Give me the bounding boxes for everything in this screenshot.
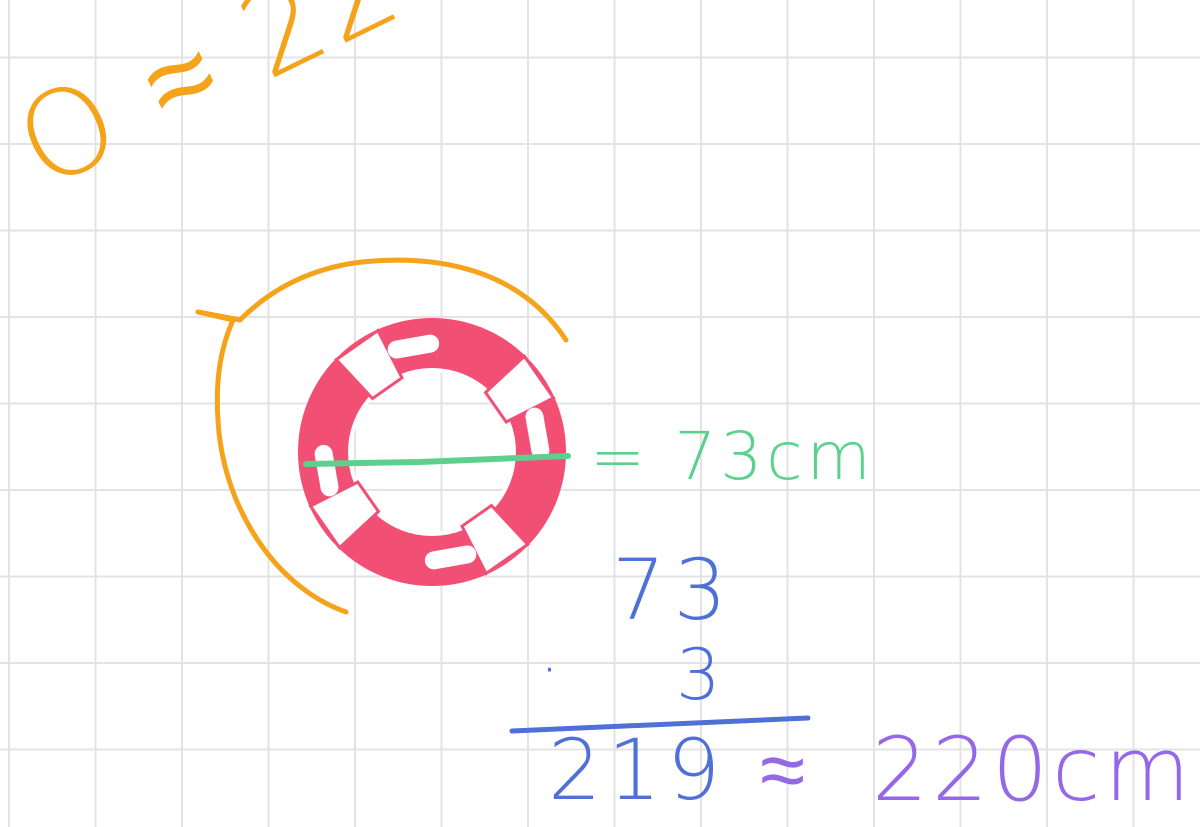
lifebuoy-stripe xyxy=(334,328,404,401)
rounded-result: 220cm xyxy=(872,718,1195,821)
multiplication-second-factor: 3 xyxy=(676,634,721,716)
lifebuoy-stripe xyxy=(460,503,530,576)
diameter-line xyxy=(303,453,571,467)
multiplication-first-factor: 73 xyxy=(612,541,735,639)
lifebuoy-icon xyxy=(298,318,566,586)
multiplication-operator: · xyxy=(540,635,560,705)
lifebuoy-slot xyxy=(525,407,550,460)
multiplication-underline xyxy=(509,715,811,734)
lifebuoy-stripe xyxy=(483,354,556,424)
lifebuoy-stripe xyxy=(308,480,381,550)
multiplication-product: 219 xyxy=(548,721,727,819)
lifebuoy-slot xyxy=(314,444,339,497)
lifebuoy-slot xyxy=(424,545,477,570)
approximately-symbol: ≈ xyxy=(760,723,806,818)
lifebuoy-slot xyxy=(387,334,440,359)
circumference-arrow xyxy=(195,257,569,615)
diameter-label: = 73cm xyxy=(590,418,875,495)
